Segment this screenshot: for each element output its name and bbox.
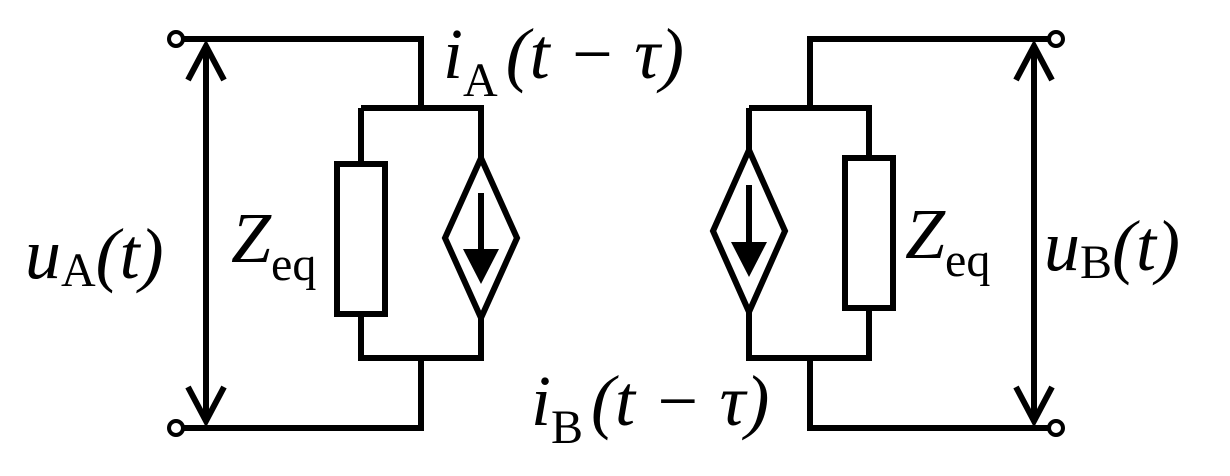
left-circuit: uA(t) Zeq iA(t − τ) xyxy=(25,14,684,437)
left-top-terminal xyxy=(167,30,185,48)
left-source-arrow-icon xyxy=(463,193,499,284)
right-source-arrow-icon xyxy=(731,185,767,277)
left-parallel-frame xyxy=(358,105,484,361)
right-top-terminal xyxy=(1047,30,1065,48)
right-bottom-terminal xyxy=(1047,419,1065,437)
left-source-label: iA(t − τ) xyxy=(443,14,684,107)
right-circuit: uB(t) Zeq iB(t − τ) xyxy=(531,30,1180,454)
left-bottom-terminal xyxy=(167,419,185,437)
left-voltage-arrow-icon xyxy=(185,39,227,428)
right-voltage-arrow-icon xyxy=(1013,39,1055,428)
right-impedance-resistor xyxy=(842,155,896,311)
left-voltage-label: uA(t) xyxy=(25,214,164,297)
left-impedance-resistor xyxy=(334,161,388,317)
left-dependent-current-source xyxy=(441,150,521,326)
right-impedance-label: Zeq xyxy=(905,194,990,287)
right-top-wire xyxy=(807,36,1054,108)
right-voltage-label: uB(t) xyxy=(1044,206,1180,289)
right-parallel-frame xyxy=(746,105,872,361)
right-source-label: iB(t − τ) xyxy=(531,361,769,454)
right-dependent-current-source xyxy=(709,142,789,320)
left-top-wire xyxy=(178,36,424,108)
right-bottom-wire xyxy=(807,358,1054,431)
left-impedance-label: Zeq xyxy=(231,198,316,291)
left-bottom-wire xyxy=(178,358,424,431)
